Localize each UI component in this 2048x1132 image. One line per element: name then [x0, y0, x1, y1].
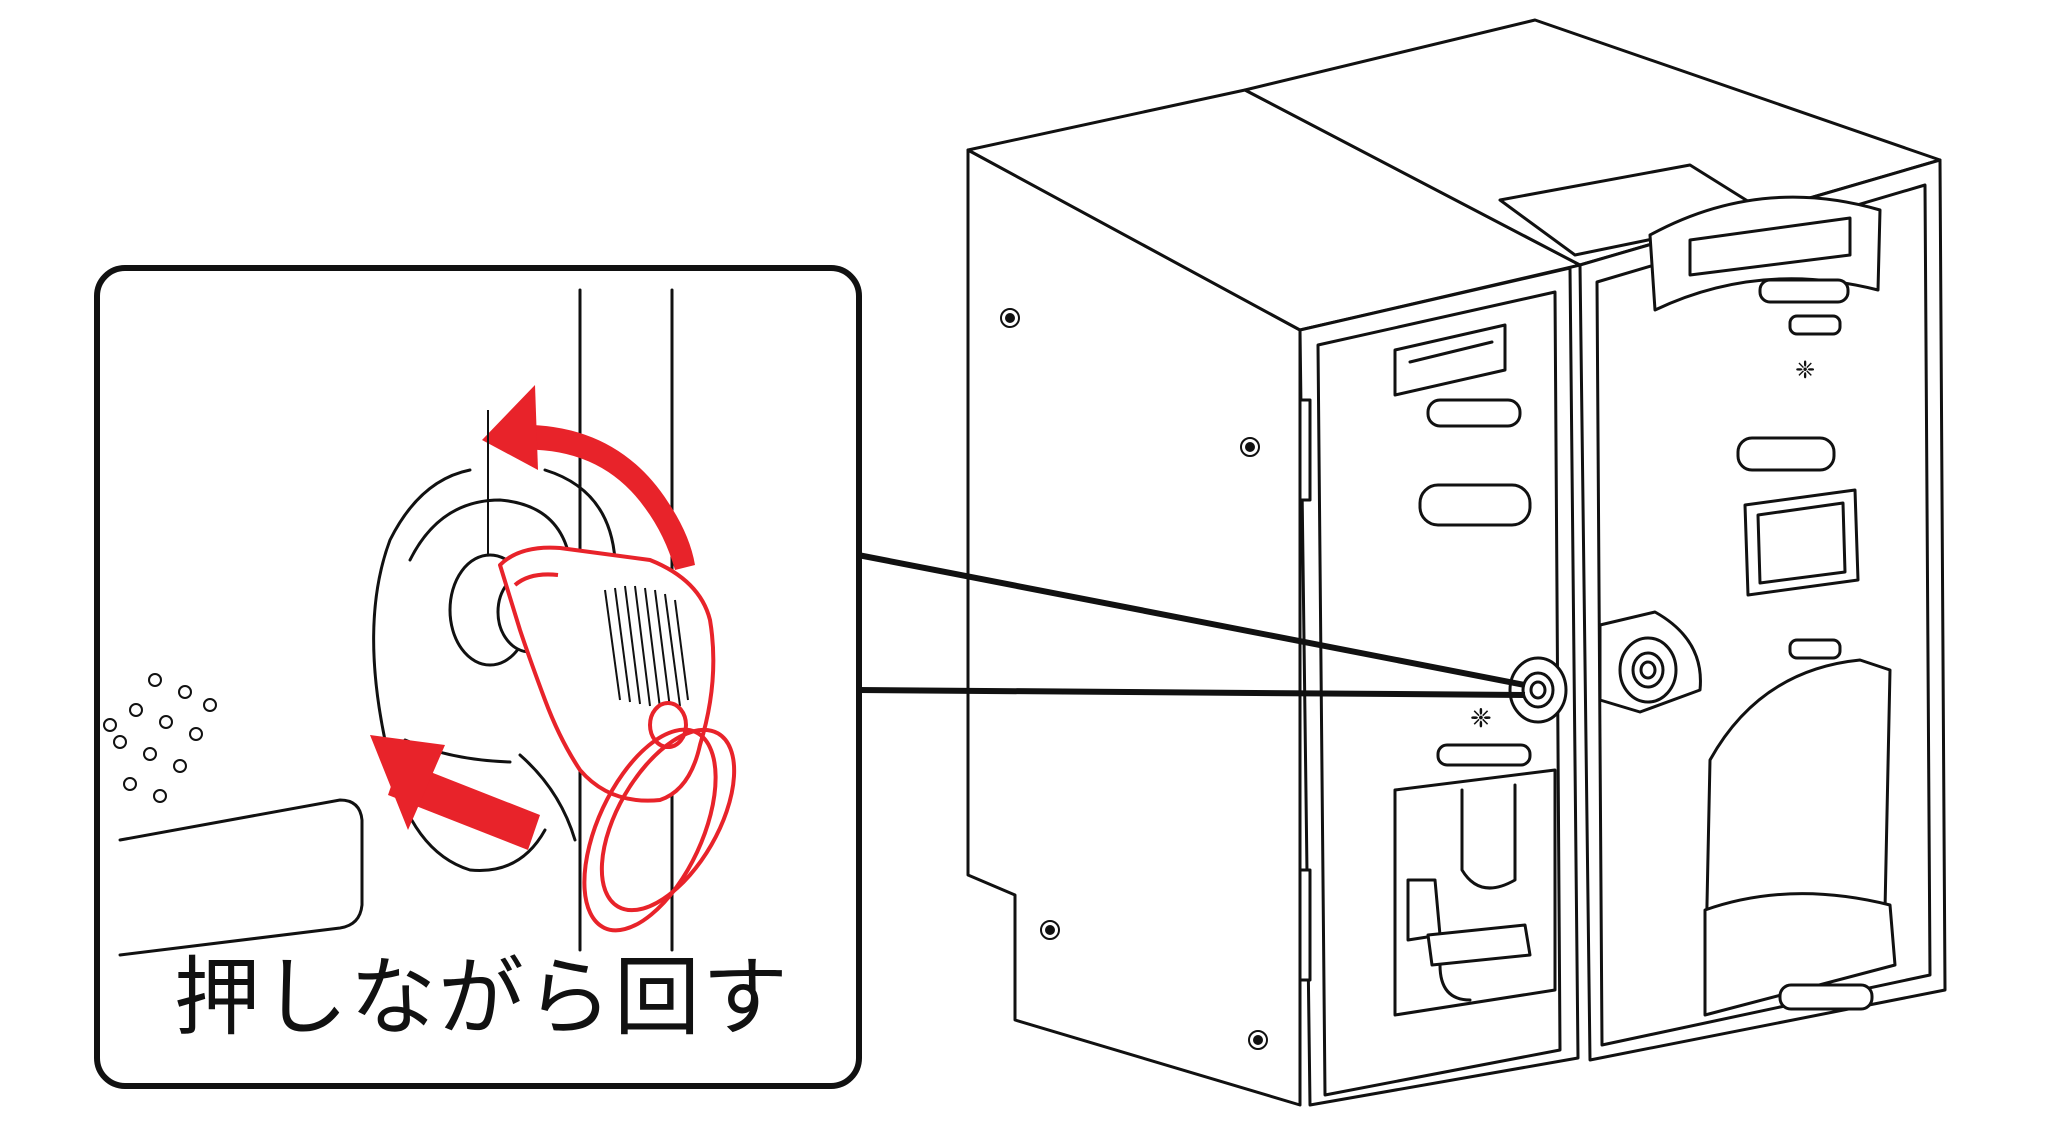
svg-text:❈: ❈	[1795, 356, 1815, 384]
key-icon	[498, 545, 737, 933]
rotate-arrow-icon	[482, 385, 695, 570]
key-lock-detail	[94, 265, 862, 1089]
push-arrow-icon	[370, 735, 540, 850]
coin-dispenser-machine: ❈ ❈	[966, 18, 1947, 1107]
instruction-text: 押しながら回す	[168, 955, 796, 1041]
callout-lines	[857, 552, 1526, 698]
svg-text:❈: ❈	[1470, 704, 1492, 734]
